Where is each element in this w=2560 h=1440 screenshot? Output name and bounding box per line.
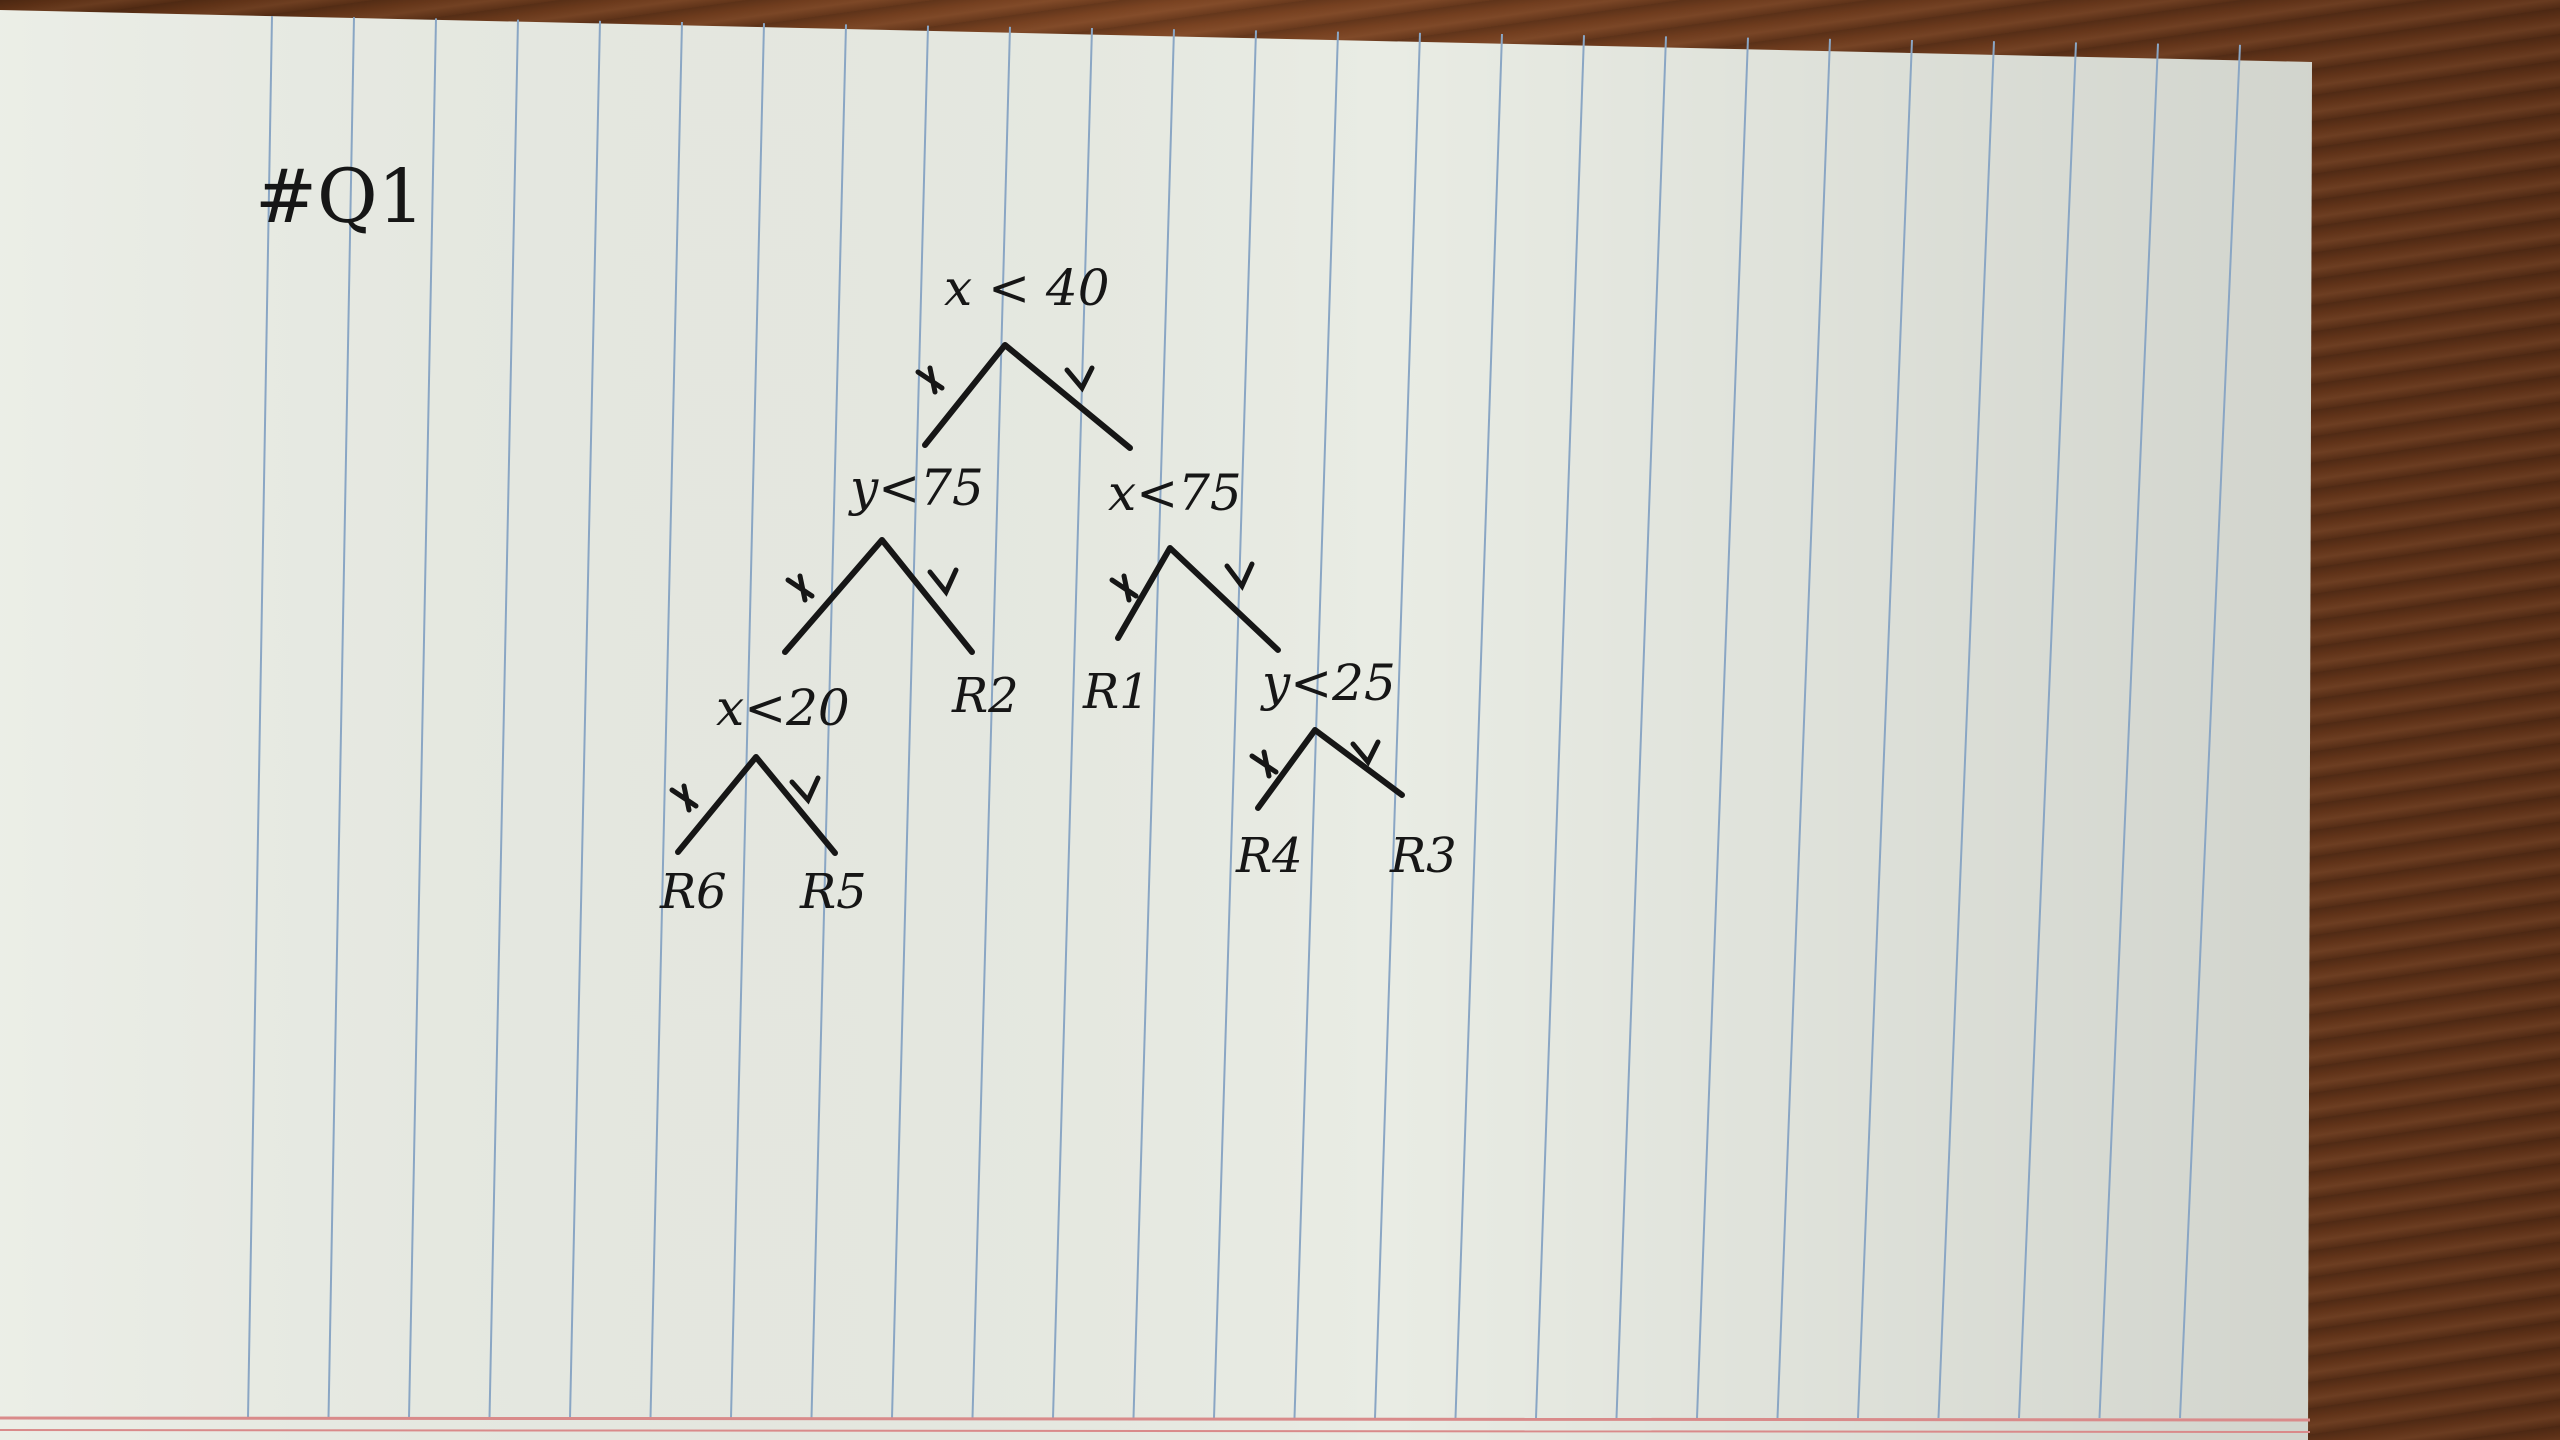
ruled-line bbox=[327, 17, 355, 1419]
leaf-r2: R2 bbox=[951, 668, 1019, 724]
margin-line bbox=[0, 1429, 2311, 1433]
ruled-line bbox=[1937, 41, 1995, 1419]
ruled-line bbox=[1132, 29, 1175, 1419]
left-left-split-no-mark bbox=[789, 775, 821, 805]
ruled-lines bbox=[247, 15, 2241, 1419]
ruled-line bbox=[730, 23, 765, 1419]
leaf-r4: R4 bbox=[1235, 828, 1303, 884]
right-right-split-branches bbox=[1255, 727, 1405, 811]
left-split-yes-mark bbox=[785, 573, 815, 603]
ruled-line bbox=[649, 21, 683, 1419]
ruled-line bbox=[1535, 35, 1585, 1419]
ruled-line bbox=[1213, 30, 1257, 1419]
page-title: #Q1 bbox=[255, 154, 425, 240]
ruled-line bbox=[810, 24, 847, 1419]
left-split-no-mark bbox=[927, 567, 959, 597]
ruled-line bbox=[891, 25, 929, 1419]
right-split-yes-mark bbox=[1109, 573, 1139, 603]
ruled-line bbox=[488, 19, 519, 1419]
ruled-line bbox=[1374, 32, 1421, 1419]
ruled-line bbox=[1454, 33, 1503, 1419]
ruled-line bbox=[408, 18, 437, 1419]
ruled-line bbox=[1293, 31, 1339, 1419]
right-right-split-label: y<25 bbox=[1260, 654, 1396, 712]
ruled-line bbox=[1615, 36, 1667, 1419]
right-split-branches bbox=[1115, 545, 1281, 653]
ruled-line bbox=[2179, 44, 2241, 1419]
leaf-r1: R1 bbox=[1082, 664, 1150, 720]
root-yes-mark bbox=[915, 365, 945, 395]
root-branches bbox=[922, 342, 1133, 451]
right-right-split-yes-mark bbox=[1249, 749, 1279, 779]
ruled-line bbox=[1052, 27, 1093, 1419]
root-no-mark bbox=[1064, 365, 1095, 393]
leaf-r5: R5 bbox=[799, 864, 867, 920]
ruled-line bbox=[1776, 38, 1831, 1419]
ruled-line bbox=[1857, 39, 1913, 1419]
margin-line bbox=[0, 1416, 2311, 1422]
left-left-split-branches bbox=[675, 754, 838, 856]
left-split-label: y<75 bbox=[848, 459, 984, 517]
left-left-split-label: x<20 bbox=[716, 679, 850, 737]
ruled-line bbox=[2098, 43, 2159, 1419]
ruled-line bbox=[2018, 42, 2077, 1419]
ruled-line bbox=[247, 15, 273, 1419]
left-left-split-yes-mark bbox=[669, 783, 699, 813]
leaf-r6: R6 bbox=[659, 864, 727, 920]
ruled-line bbox=[1696, 37, 1749, 1419]
ruled-line bbox=[971, 26, 1011, 1419]
right-right-split-no-mark bbox=[1350, 739, 1381, 767]
right-split-no-mark bbox=[1224, 561, 1255, 591]
root-split-label: x < 40 bbox=[944, 259, 1110, 317]
ruled-line bbox=[569, 20, 601, 1419]
leaf-r3: R3 bbox=[1389, 828, 1457, 884]
right-split-label: x<75 bbox=[1108, 464, 1242, 522]
left-split-branches bbox=[782, 537, 975, 655]
